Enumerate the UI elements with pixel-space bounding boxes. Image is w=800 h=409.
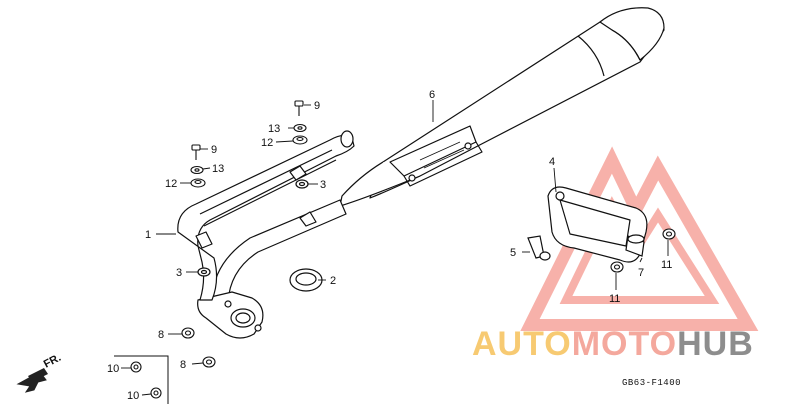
svg-text:AUTOMOTOHUB: AUTOMOTOHUB <box>472 325 754 363</box>
front-direction-indicator: FR. <box>16 352 63 393</box>
callout-10-lower: 10 <box>127 390 139 402</box>
watermark-auto: AUTO <box>472 325 572 363</box>
nut-part-8-right <box>202 356 216 368</box>
nut-part-11-left <box>610 261 624 273</box>
clamp-part-5 <box>527 235 551 261</box>
nut-part-8-left <box>181 327 195 339</box>
leader-lines <box>121 100 669 396</box>
callout-12-upper: 12 <box>261 137 273 149</box>
callout-4: 4 <box>549 156 555 168</box>
callout-1: 1 <box>145 229 151 241</box>
nut-part-3-lower <box>197 267 211 277</box>
callout-9-upper: 9 <box>314 100 320 112</box>
collar-part-7 <box>625 234 645 257</box>
bolt-part-9-lower <box>191 144 201 160</box>
callout-5: 5 <box>510 247 516 259</box>
callout-8-left: 8 <box>158 329 164 341</box>
gasket-part-2 <box>289 268 323 292</box>
watermark-hub: HUB <box>677 325 754 363</box>
callout-2: 2 <box>330 275 336 287</box>
callout-7: 7 <box>638 267 644 279</box>
callout-6: 6 <box>429 89 435 101</box>
front-label: FR. <box>42 352 63 371</box>
rubber-part-12-upper <box>292 135 308 145</box>
callout-3-upper: 3 <box>320 179 326 191</box>
exhaust-pipe <box>177 130 355 339</box>
callout-13-lower: 13 <box>212 163 224 175</box>
callout-9-lower: 9 <box>211 144 217 156</box>
callout-12-lower: 12 <box>165 178 177 190</box>
rubber-part-12-lower <box>190 178 206 188</box>
callout-10-upper: 10 <box>107 363 119 375</box>
bolt-part-9-upper <box>294 100 304 116</box>
nut-part-11-right <box>662 228 676 240</box>
nut-part-3-upper <box>295 179 309 189</box>
watermark-moto: MOTO <box>572 325 677 363</box>
callout-11-left: 11 <box>609 293 620 305</box>
stud-part-10-lower <box>150 387 162 399</box>
callout-3-lower: 3 <box>176 267 182 279</box>
muffler <box>339 7 665 207</box>
callout-13-upper: 13 <box>268 123 280 135</box>
callout-8-right: 8 <box>180 359 186 371</box>
figure-code: GB63-F1400 <box>622 378 681 388</box>
watermark: AUTOMOTOHUB <box>472 146 759 363</box>
callout-11-right: 11 <box>661 259 672 271</box>
washer-part-13-lower <box>190 165 204 175</box>
stud-part-10-upper <box>130 361 142 373</box>
stud-bracket-outline <box>114 355 169 404</box>
callouts: 1 2 3 3 4 5 6 7 8 8 9 9 10 10 11 11 12 1… <box>107 89 672 402</box>
washer-part-13-upper <box>293 123 307 133</box>
